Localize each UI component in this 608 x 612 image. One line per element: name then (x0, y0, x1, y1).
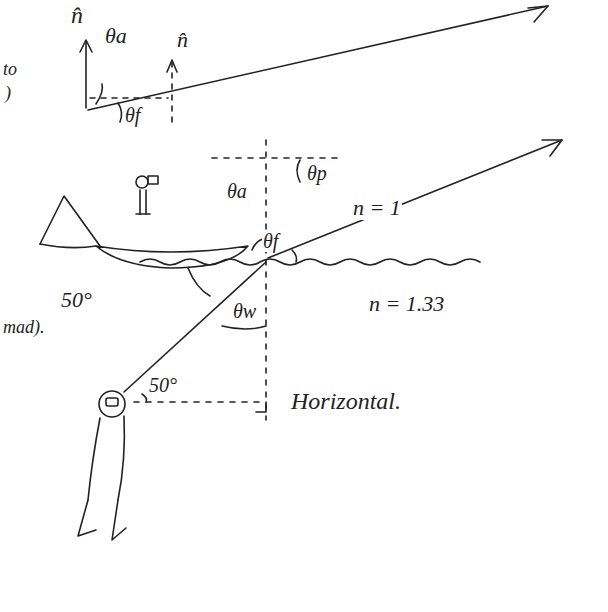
cropped-note: ) (4, 84, 12, 104)
camera (148, 176, 158, 184)
angle-arc (96, 84, 102, 104)
ray-arrow (528, 6, 548, 22)
angle-arc (188, 268, 210, 296)
angle-label: 50° (60, 288, 93, 312)
dashed-line (212, 157, 340, 159)
angle-label: θw (232, 300, 257, 322)
boat-deck (40, 244, 96, 248)
angle-arc (292, 250, 297, 262)
person-body (136, 213, 150, 215)
normal-label: n̂ (176, 28, 189, 52)
water-surface (140, 259, 480, 265)
diver-body (88, 416, 124, 500)
normal-label: n̂ (70, 2, 84, 28)
angle-label: θf (262, 230, 279, 252)
person-body (145, 190, 147, 214)
dashed-line (90, 97, 168, 99)
right-angle-mark (256, 402, 266, 412)
angle-arc (142, 394, 147, 402)
light-ray (88, 6, 548, 110)
diver-mask (106, 398, 118, 406)
angle-arc (118, 103, 122, 122)
diver-head (99, 391, 125, 417)
angle-label: θp (306, 162, 328, 184)
diver-fins (78, 500, 126, 540)
angle-arc (222, 326, 266, 329)
arrow-head (167, 60, 177, 72)
angle-label: θa (226, 180, 248, 202)
boat-hull (96, 246, 248, 268)
dashed-normal (265, 140, 267, 420)
dashed-line (134, 401, 262, 403)
angle-label: 50° (148, 374, 178, 396)
person-body (139, 190, 141, 214)
normal-arrow (85, 42, 87, 108)
angle-label: θf (124, 104, 141, 126)
index-label: n = 1 (352, 196, 402, 220)
dashed-normal (171, 62, 173, 128)
axis-label: Horizontal. (290, 388, 402, 414)
angle-arc (297, 160, 300, 182)
angle-label: θa (104, 24, 128, 48)
refracted-ray (124, 262, 266, 392)
cropped-note: mad). (2, 318, 46, 338)
person-head (136, 176, 148, 188)
arrow-head (80, 40, 92, 52)
cropped-note: to (2, 60, 18, 80)
ray-arrow (542, 140, 562, 156)
index-label: n = 1.33 (368, 292, 445, 316)
boat-sail (40, 196, 100, 246)
